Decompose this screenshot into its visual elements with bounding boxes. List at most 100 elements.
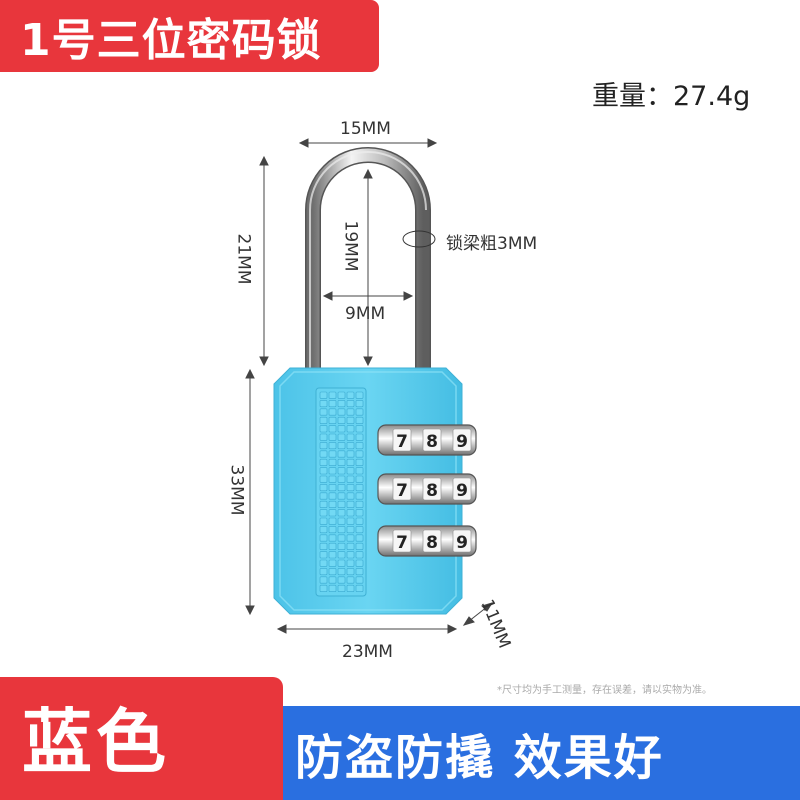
grip-cell <box>355 584 364 592</box>
grip-cell <box>346 467 355 475</box>
grip-cell <box>328 509 337 517</box>
dim-inner-height: 19MM <box>340 220 361 272</box>
slogan: 防盗防撬 效果好 <box>295 730 664 786</box>
grip-cell <box>346 425 355 433</box>
grip-cell <box>337 408 346 416</box>
grip-cell <box>319 442 328 450</box>
title-banner: 1号三位密码锁 <box>0 0 379 72</box>
grip-cell <box>346 391 355 399</box>
grip-cell <box>319 425 328 433</box>
grip-cell <box>337 391 346 399</box>
dim-shackle-thickness: 锁梁粗3MM <box>446 234 538 254</box>
grip-cell <box>319 576 328 584</box>
grip-cell <box>328 568 337 576</box>
grip-cell <box>355 568 364 576</box>
weight-label: 重量：27.4g <box>592 81 751 112</box>
grip-cell <box>355 509 364 517</box>
grip-cell <box>355 467 364 475</box>
grip-cell <box>337 559 346 567</box>
grip-cell <box>328 517 337 525</box>
grip-cell <box>337 458 346 466</box>
product-title: 1号三位密码锁 <box>20 15 322 66</box>
grip-cell <box>355 559 364 567</box>
dial-digit-face <box>422 529 442 553</box>
grip-cell <box>319 484 328 492</box>
grip-cell <box>319 408 328 416</box>
grip-cell <box>346 458 355 466</box>
grip-cell <box>319 416 328 424</box>
dial-digit-face <box>452 477 472 501</box>
grip-cell <box>355 492 364 500</box>
grip-cell <box>337 484 346 492</box>
grip-cell <box>337 534 346 542</box>
grip-cell <box>328 450 337 458</box>
grip-cell <box>355 416 364 424</box>
dial-digit: 8 <box>426 432 438 452</box>
grip-cell <box>319 568 328 576</box>
grip-cell <box>337 551 346 559</box>
grip-cell <box>355 408 364 416</box>
grip-cell <box>328 391 337 399</box>
grip-cell <box>337 475 346 483</box>
grip-cell <box>319 467 328 475</box>
grip-cell <box>337 542 346 550</box>
grip-cell <box>346 584 355 592</box>
grip-cell <box>337 576 346 584</box>
grip-cell <box>319 559 328 567</box>
grip-cell <box>355 576 364 584</box>
grip-cell <box>355 391 364 399</box>
grip-cell <box>355 517 364 525</box>
grip-cell <box>346 517 355 525</box>
grip-cell <box>328 416 337 424</box>
grip-cell <box>328 400 337 408</box>
grip-cell <box>337 442 346 450</box>
bottom-red-banner <box>0 677 283 800</box>
grip-cell <box>328 458 337 466</box>
dial-digit-face <box>392 428 412 452</box>
dial-digit: 9 <box>456 481 468 501</box>
grip-cell <box>346 433 355 441</box>
dim-body-height: 33MM <box>226 464 247 516</box>
grip-cell <box>355 450 364 458</box>
grip-cell <box>328 551 337 559</box>
dial-digit: 7 <box>396 533 408 553</box>
grip-cell <box>319 517 328 525</box>
grip-cell <box>337 433 346 441</box>
dial-digit-face <box>392 529 412 553</box>
grip-cell <box>337 400 346 408</box>
grip-cell <box>346 475 355 483</box>
color-label: 蓝色 <box>22 701 170 783</box>
grip-cell <box>355 425 364 433</box>
grip-cell <box>328 492 337 500</box>
dimension-lines <box>245 138 494 634</box>
dial-digit: 8 <box>426 481 438 501</box>
grip-cell <box>319 450 328 458</box>
grip-cell <box>337 416 346 424</box>
grip-cell <box>328 408 337 416</box>
dial-digit-face <box>452 428 472 452</box>
grip-cell <box>337 517 346 525</box>
grip-cell <box>328 500 337 508</box>
grip-cell <box>328 467 337 475</box>
grip-cell <box>337 492 346 500</box>
grip-cell <box>319 584 328 592</box>
grip-cell <box>346 450 355 458</box>
grip-cell <box>355 433 364 441</box>
grip-cell <box>355 484 364 492</box>
measurement-note: *尺寸均为手工测量，存在误差，请以实物为准。 <box>497 685 712 696</box>
grip-cell <box>355 534 364 542</box>
grip-cell <box>346 559 355 567</box>
grip-cell <box>319 542 328 550</box>
dial-digit: 9 <box>456 432 468 452</box>
grip-cell <box>319 509 328 517</box>
grip-cell <box>346 534 355 542</box>
grip-cell <box>346 492 355 500</box>
grip-cell <box>346 484 355 492</box>
grip-cell <box>346 542 355 550</box>
grip-cell <box>328 584 337 592</box>
grip-cell <box>328 442 337 450</box>
grip-cell <box>337 467 346 475</box>
grip-cell <box>337 500 346 508</box>
dial-digit: 9 <box>456 533 468 553</box>
